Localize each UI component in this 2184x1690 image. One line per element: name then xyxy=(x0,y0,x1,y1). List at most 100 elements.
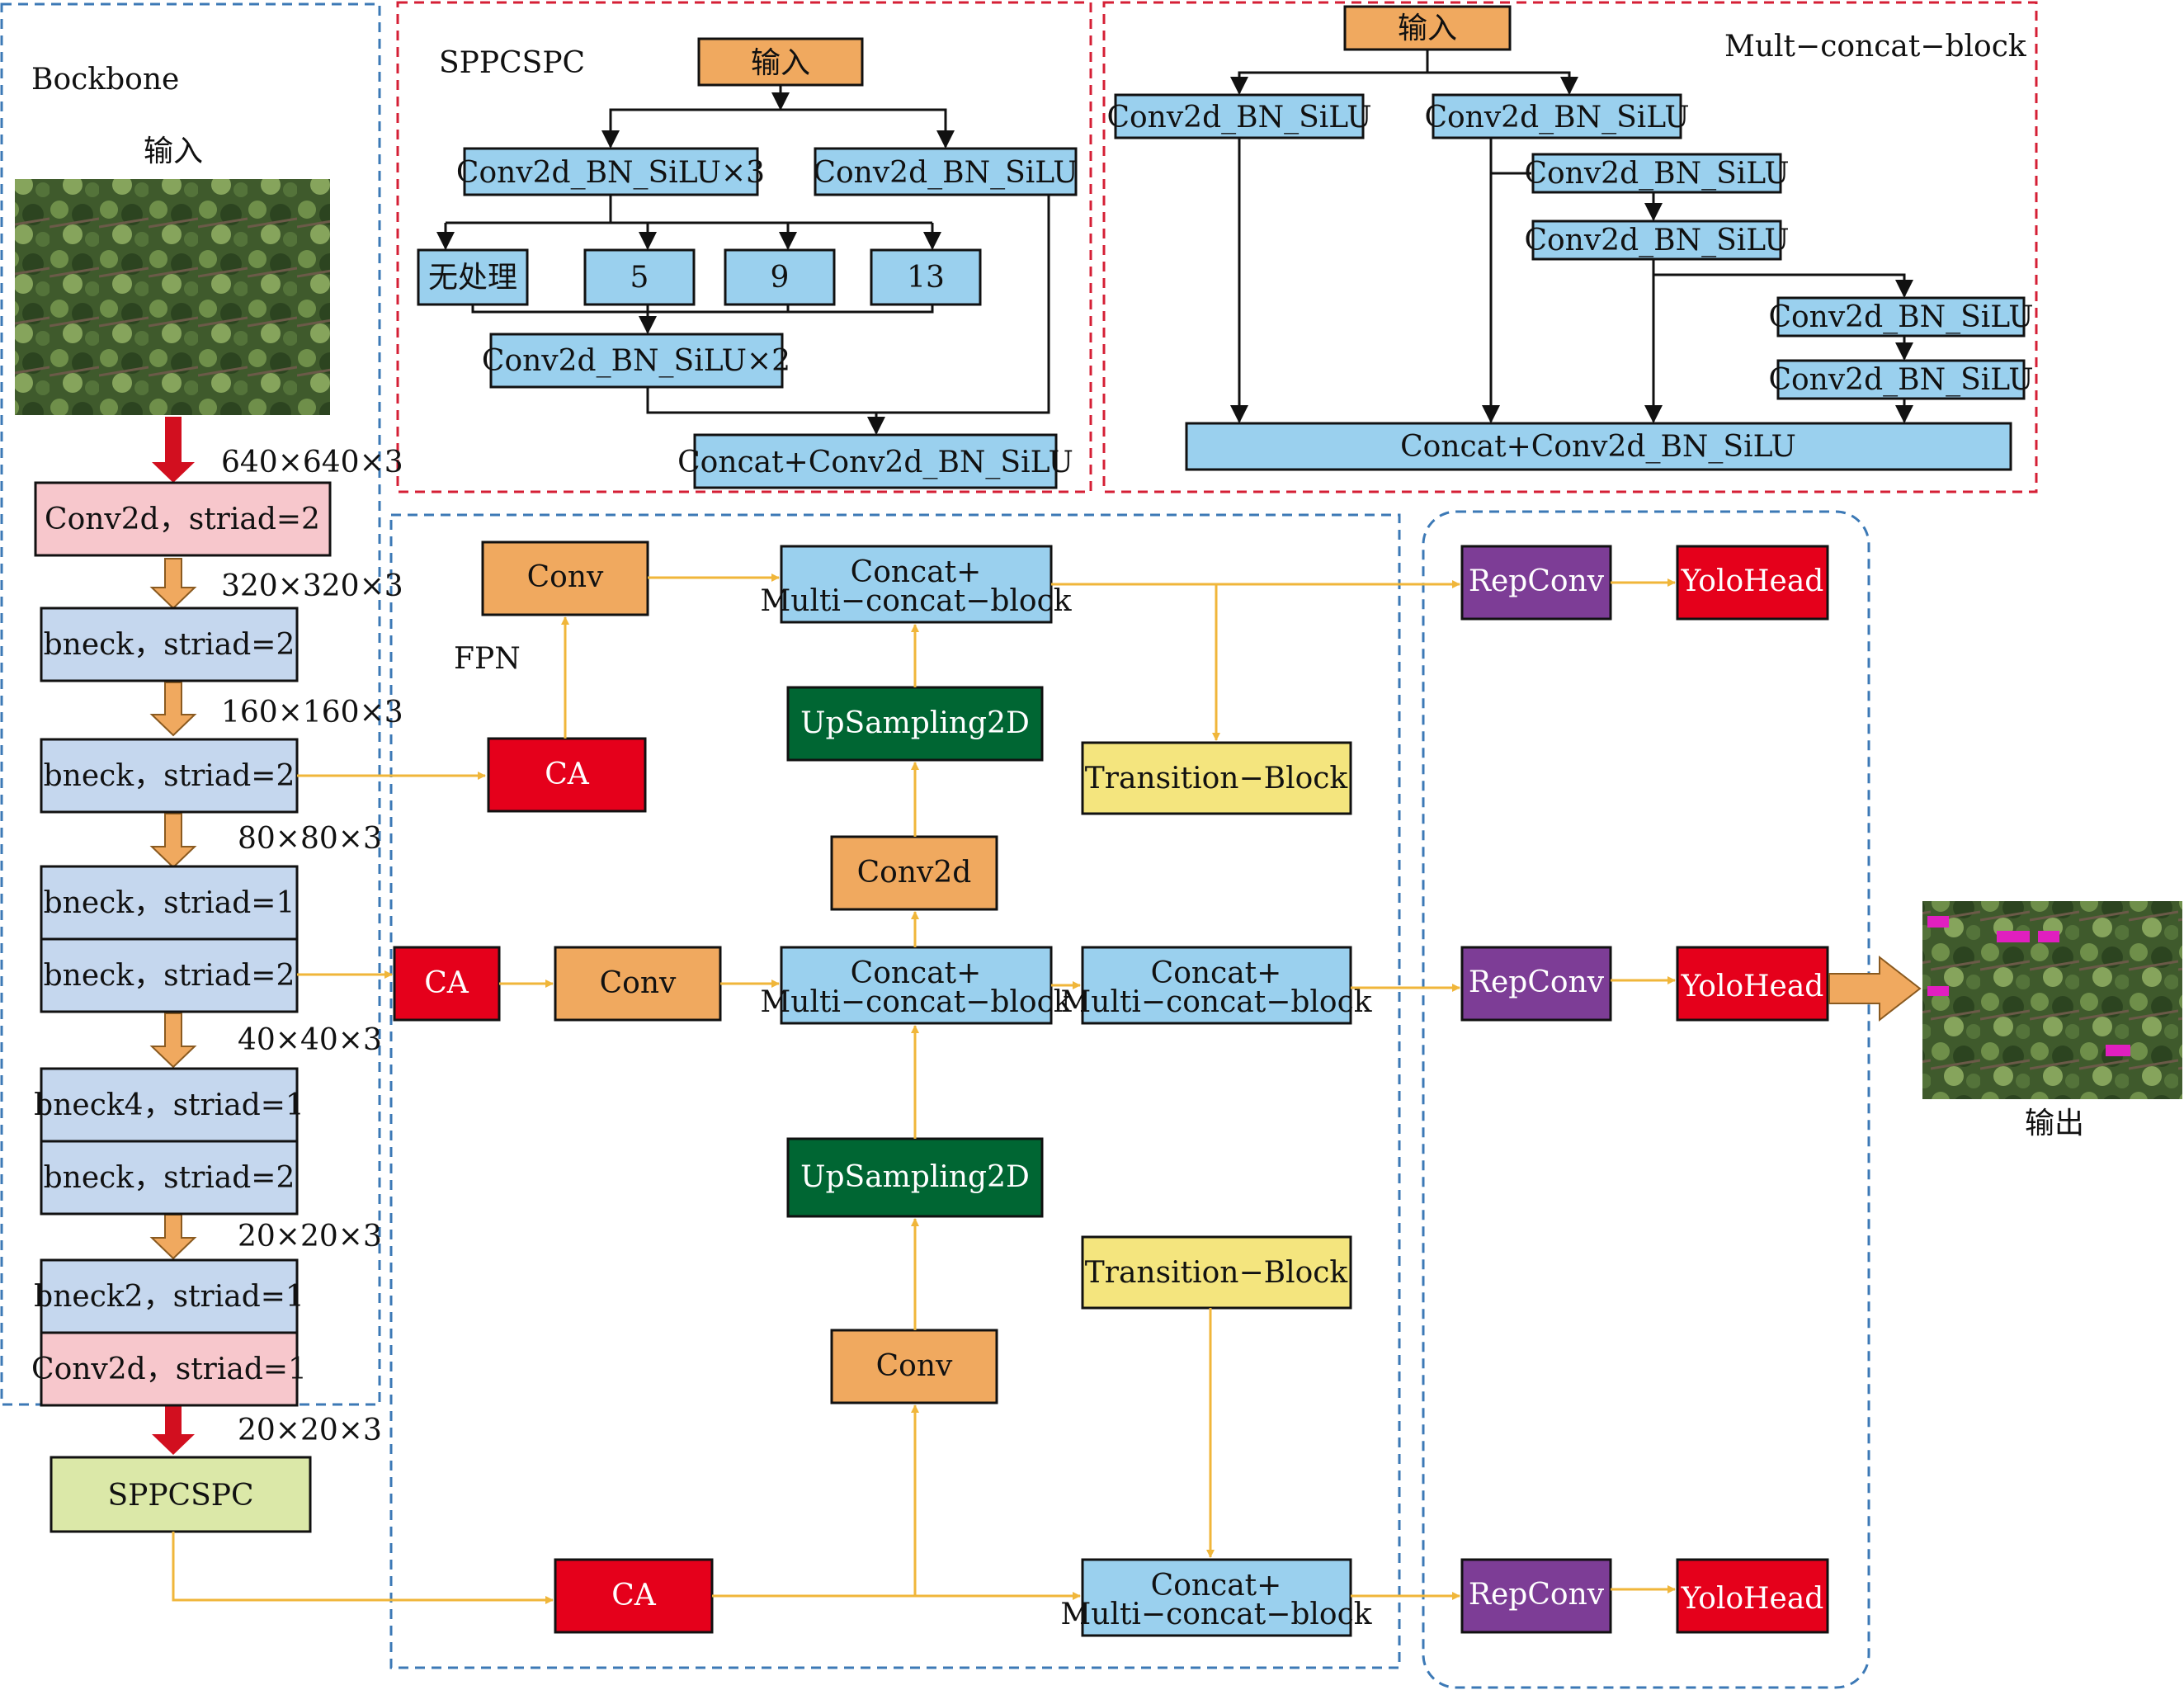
fpn-mcb-top: Concat+ Multi−concat−block xyxy=(760,545,1073,624)
spp-conv-x2: Conv2d_BN_SiLU×2 xyxy=(482,333,790,389)
mcb-title: Mult−concat−block xyxy=(1724,30,2027,64)
mcb-region xyxy=(1102,1,2038,493)
size-320: 320×320×3 xyxy=(221,569,403,603)
svg-text:13: 13 xyxy=(907,261,945,295)
svg-text:Conv: Conv xyxy=(600,966,677,1000)
svg-text:RepConv: RepConv xyxy=(1469,1578,1605,1612)
fpn-title: FPN xyxy=(454,642,521,676)
svg-text:bneck4，striad=1: bneck4，striad=1 xyxy=(34,1088,304,1122)
head-yolohead-1: YoloHead xyxy=(1676,545,1829,621)
fpn-transition-1: Transition−Block xyxy=(1081,741,1352,815)
svg-text:Multi−concat−block: Multi−concat−block xyxy=(1060,985,1372,1019)
svg-text:Concat+Conv2d_BN_SiLU: Concat+Conv2d_BN_SiLU xyxy=(677,446,1073,479)
fpn-conv2d: Conv2d xyxy=(830,835,998,911)
svg-text:Conv2d: Conv2d xyxy=(857,856,972,890)
svg-text:CA: CA xyxy=(424,966,469,1000)
svg-text:Conv2d_BN_SiLU×2: Conv2d_BN_SiLU×2 xyxy=(482,344,790,378)
orange-arrow-3 xyxy=(149,813,197,869)
svg-text:YoloHead: YoloHead xyxy=(1681,564,1824,598)
fpn-ca-top: CA xyxy=(487,737,647,813)
svg-text:Concat+: Concat+ xyxy=(851,956,982,990)
spp-conv-x3: Conv2d_BN_SiLU×3 xyxy=(456,147,765,196)
backbone-block-bneck2: bneck2，striad=1 xyxy=(34,1258,304,1334)
backbone-title: Bockbone xyxy=(31,63,179,97)
fpn-region xyxy=(389,513,1401,1669)
backbone-block-sppcspc: SPPCSPC xyxy=(50,1456,312,1533)
output-arrow xyxy=(1828,955,1922,1022)
svg-text:Conv2d_BN_SiLU: Conv2d_BN_SiLU xyxy=(1424,101,1689,135)
svg-text:Transition−Block: Transition−Block xyxy=(1085,1256,1349,1290)
svg-text:bneck2，striad=1: bneck2，striad=1 xyxy=(34,1280,304,1314)
svg-text:Conv2d_BN_SiLU: Conv2d_BN_SiLU xyxy=(1106,101,1371,135)
backbone-block-bneck4: bneck4，striad=1 xyxy=(34,1067,304,1143)
svg-text:bneck，striad=1: bneck，striad=1 xyxy=(44,886,295,920)
red-arrow-input xyxy=(152,417,195,483)
svg-text:输入: 输入 xyxy=(751,46,810,80)
spp-input: 输入 xyxy=(697,37,864,87)
svg-text:Conv2d，striad=1: Conv2d，striad=1 xyxy=(31,1352,307,1386)
fpn-connectors xyxy=(172,574,1676,1604)
spp-connectors xyxy=(436,85,1050,435)
svg-text:Conv2d_BN_SiLU: Conv2d_BN_SiLU xyxy=(813,156,1078,190)
output-label: 输出 xyxy=(2025,1107,2084,1140)
backbone-block-bneck-1: bneck，striad=2 xyxy=(40,607,299,682)
svg-text:Multi−concat−block: Multi−concat−block xyxy=(1060,1598,1372,1631)
fpn-upsampling-2: UpSampling2D xyxy=(786,1137,1044,1218)
backbone-block-conv2d-s2: Conv2d，striad=2 xyxy=(34,481,332,557)
svg-text:Transition−Block: Transition−Block xyxy=(1085,762,1349,795)
backbone-block-bneck-3a: bneck，striad=1 xyxy=(40,865,299,941)
fpn-ca-mid: CA xyxy=(393,946,501,1022)
backbone-block-conv2d-s1: Conv2d，striad=1 xyxy=(31,1331,307,1407)
orange-arrow-5 xyxy=(149,1214,197,1260)
size-20a: 20×20×3 xyxy=(238,1220,382,1253)
svg-text:Conv2d_BN_SiLU×3: Conv2d_BN_SiLU×3 xyxy=(456,156,765,190)
input-image xyxy=(15,179,330,415)
output-image xyxy=(1922,901,2182,1099)
svg-text:Conv2d_BN_SiLU: Conv2d_BN_SiLU xyxy=(1768,363,2033,397)
spp-conv-right: Conv2d_BN_SiLU xyxy=(813,147,1078,196)
size-80: 80×80×3 xyxy=(238,822,382,856)
svg-text:bneck，striad=2: bneck，striad=2 xyxy=(44,1161,295,1195)
spp-none: 无处理 xyxy=(417,248,529,306)
size-160: 160×160×3 xyxy=(221,696,403,729)
mcb-conv-3: Conv2d_BN_SiLU xyxy=(1524,153,1790,194)
svg-text:Conv2d_BN_SiLU: Conv2d_BN_SiLU xyxy=(1524,224,1789,257)
svg-text:bneck，striad=2: bneck，striad=2 xyxy=(44,759,295,793)
fpn-ca-bot: CA xyxy=(554,1558,714,1634)
svg-text:YoloHead: YoloHead xyxy=(1681,970,1824,1003)
fpn-conv-mid: Conv xyxy=(554,946,722,1022)
svg-text:Conv: Conv xyxy=(876,1349,953,1383)
size-20b: 20×20×3 xyxy=(238,1414,382,1447)
mcb-conv-4: Conv2d_BN_SiLU xyxy=(1524,220,1790,261)
svg-text:CA: CA xyxy=(545,758,590,791)
backbone-block-bneck-2: bneck，striad=2 xyxy=(40,738,299,814)
mcb-concat: Concat+Conv2d_BN_SiLU xyxy=(1185,422,2012,471)
input-label: 输入 xyxy=(144,135,203,168)
mcb-conv-2: Conv2d_BN_SiLU xyxy=(1424,93,1690,139)
orange-arrow-1 xyxy=(149,558,197,610)
svg-text:CA: CA xyxy=(611,1579,657,1612)
mcb-input: 输入 xyxy=(1343,5,1512,51)
svg-text:SPPCSPC: SPPCSPC xyxy=(107,1479,253,1513)
svg-text:无处理: 无处理 xyxy=(428,261,517,295)
svg-text:UpSampling2D: UpSampling2D xyxy=(800,1160,1030,1194)
svg-text:Multi−concat−block: Multi−concat−block xyxy=(760,584,1072,618)
head-yolohead-2: YoloHead xyxy=(1676,946,1829,1022)
svg-text:RepConv: RepConv xyxy=(1469,965,1605,999)
svg-text:Conv2d_BN_SiLU: Conv2d_BN_SiLU xyxy=(1768,300,2033,334)
svg-text:bneck，striad=2: bneck，striad=2 xyxy=(44,959,295,993)
orange-arrow-4 xyxy=(149,1013,197,1069)
svg-text:Concat+Conv2d_BN_SiLU: Concat+Conv2d_BN_SiLU xyxy=(1400,430,1796,464)
spp-k13: 13 xyxy=(870,248,982,306)
fpn-conv-top: Conv xyxy=(481,541,649,616)
head-repconv-2: RepConv xyxy=(1460,946,1612,1022)
backbone-block-bneck-3b: bneck，striad=2 xyxy=(40,937,299,1013)
backbone-block-bneck-4: bneck，striad=2 xyxy=(40,1140,299,1216)
svg-text:Concat+: Concat+ xyxy=(1151,956,1282,990)
mcb-conv-1: Conv2d_BN_SiLU xyxy=(1106,93,1372,139)
spp-concat: Concat+Conv2d_BN_SiLU xyxy=(677,433,1073,489)
spp-k5: 5 xyxy=(583,248,696,306)
red-arrow-sppcspc xyxy=(152,1404,195,1455)
fpn-conv-low: Conv xyxy=(830,1329,998,1404)
